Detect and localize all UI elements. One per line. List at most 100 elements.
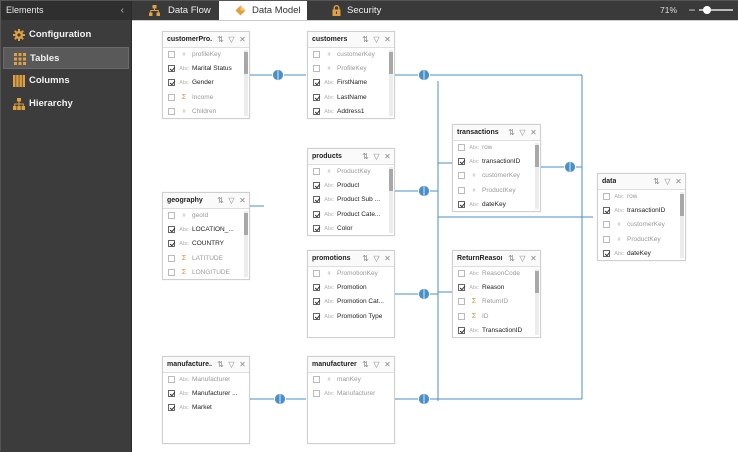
- column-checkbox[interactable]: [313, 51, 320, 58]
- sort-icon[interactable]: ⇅: [508, 254, 515, 263]
- sort-icon[interactable]: ⇅: [217, 196, 224, 205]
- column-checkbox[interactable]: [313, 312, 320, 320]
- column-checkbox[interactable]: [313, 376, 320, 383]
- tab-security[interactable]: Security: [308, 1, 396, 20]
- sidebar-item-hierarchy[interactable]: Hierarchy: [3, 93, 129, 115]
- column-checkbox[interactable]: [458, 312, 465, 320]
- column-checkbox[interactable]: [168, 254, 175, 262]
- close-icon[interactable]: ✕: [384, 35, 391, 44]
- filter-icon[interactable]: ▽: [373, 254, 380, 263]
- close-icon[interactable]: ✕: [384, 360, 391, 369]
- filter-icon[interactable]: ▽: [373, 360, 380, 369]
- column-row[interactable]: #customerKey: [453, 169, 540, 183]
- scrollbar-thumb[interactable]: [244, 52, 248, 74]
- column-checkbox[interactable]: [168, 404, 175, 412]
- sidebar-item-tables[interactable]: Tables: [3, 47, 129, 69]
- column-checkbox[interactable]: [313, 210, 320, 218]
- column-checkbox[interactable]: [168, 65, 175, 73]
- column-checkbox[interactable]: [603, 235, 610, 243]
- column-row[interactable]: #PromotionKey: [308, 267, 394, 281]
- table-scrollbar[interactable]: [389, 50, 393, 116]
- column-row[interactable]: #ProductKey: [308, 165, 394, 179]
- column-checkbox[interactable]: [603, 193, 610, 200]
- column-checkbox[interactable]: [313, 79, 320, 87]
- scrollbar-thumb[interactable]: [389, 169, 393, 191]
- column-checkbox[interactable]: [458, 284, 465, 292]
- filter-icon[interactable]: ▽: [519, 128, 526, 137]
- column-checkbox[interactable]: [603, 221, 610, 229]
- column-checkbox[interactable]: [168, 51, 175, 58]
- sort-icon[interactable]: ⇅: [217, 360, 224, 369]
- sort-icon[interactable]: ⇅: [362, 360, 369, 369]
- table-scrollbar[interactable]: [535, 269, 539, 335]
- column-row[interactable]: #geoId: [163, 209, 249, 223]
- column-checkbox[interactable]: [313, 390, 320, 398]
- close-icon[interactable]: ✕: [239, 35, 246, 44]
- table-scrollbar[interactable]: [389, 167, 393, 233]
- close-icon[interactable]: ✕: [239, 196, 246, 205]
- column-row[interactable]: #customerKey: [598, 218, 685, 232]
- column-checkbox[interactable]: [313, 65, 320, 73]
- column-checkbox[interactable]: [168, 93, 175, 101]
- column-row[interactable]: #profileKey: [163, 48, 249, 62]
- table-scrollbar[interactable]: [535, 143, 539, 209]
- column-checkbox[interactable]: [458, 326, 465, 334]
- table-scrollbar[interactable]: [244, 211, 248, 277]
- column-checkbox[interactable]: [313, 224, 320, 232]
- sort-icon[interactable]: ⇅: [217, 35, 224, 44]
- column-checkbox[interactable]: [168, 240, 175, 248]
- column-checkbox[interactable]: [168, 268, 175, 276]
- column-checkbox[interactable]: [458, 172, 465, 180]
- close-icon[interactable]: ✕: [384, 152, 391, 161]
- column-checkbox[interactable]: [458, 186, 465, 194]
- column-checkbox[interactable]: [603, 207, 610, 215]
- tab-data-model[interactable]: Data Model: [219, 1, 307, 20]
- filter-icon[interactable]: ▽: [373, 35, 380, 44]
- column-checkbox[interactable]: [168, 376, 175, 383]
- scrollbar-thumb[interactable]: [244, 213, 248, 235]
- column-checkbox[interactable]: [603, 249, 610, 257]
- column-checkbox[interactable]: [168, 212, 175, 219]
- chevron-left-icon[interactable]: ‹: [120, 5, 124, 16]
- column-row[interactable]: #ProfileKey: [308, 62, 394, 76]
- column-checkbox[interactable]: [313, 107, 320, 115]
- column-checkbox[interactable]: [458, 270, 465, 277]
- column-row[interactable]: #manKey: [308, 373, 394, 387]
- column-row[interactable]: #ProductKey: [453, 184, 540, 198]
- table-scrollbar[interactable]: [244, 50, 248, 116]
- zoom-slider-thumb[interactable]: [703, 6, 711, 14]
- column-checkbox[interactable]: [313, 168, 320, 175]
- column-checkbox[interactable]: [458, 200, 465, 208]
- column-checkbox[interactable]: [313, 93, 320, 101]
- scrollbar-thumb[interactable]: [535, 271, 539, 293]
- column-checkbox[interactable]: [458, 158, 465, 166]
- scrollbar-thumb[interactable]: [680, 194, 684, 216]
